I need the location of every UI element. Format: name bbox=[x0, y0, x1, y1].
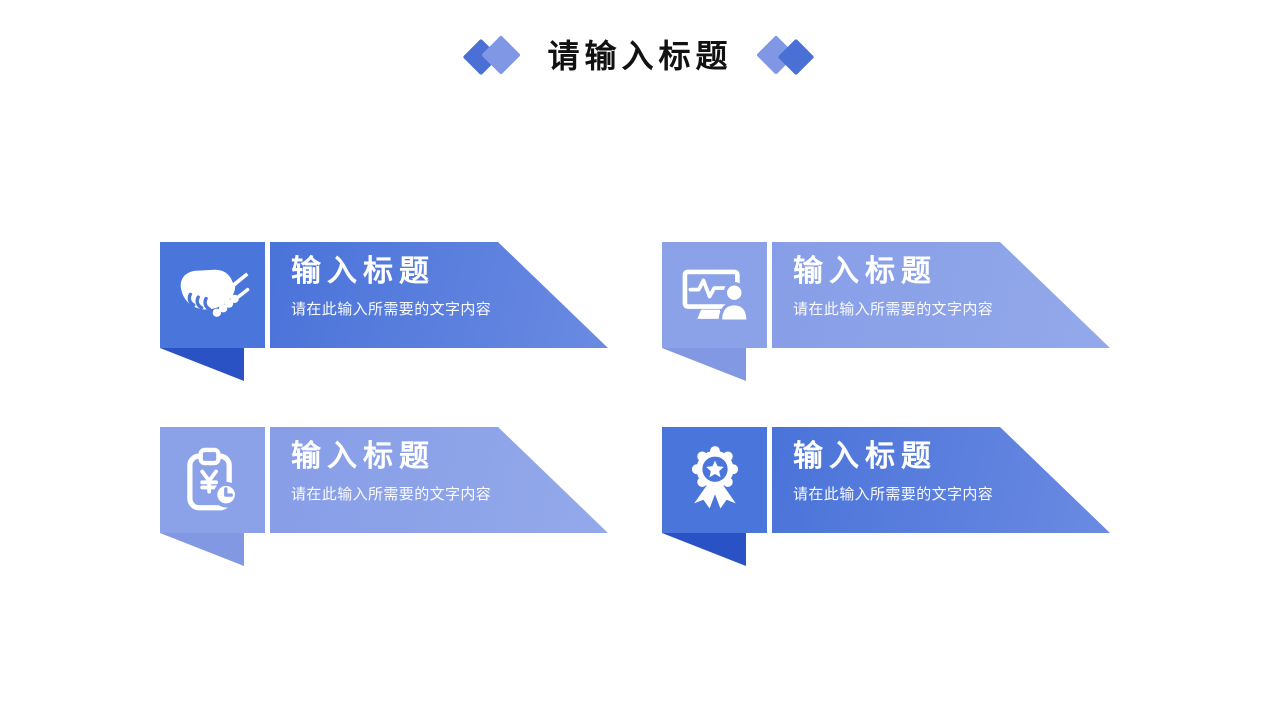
handshake-icon bbox=[180, 269, 249, 317]
title-decoration-left bbox=[463, 34, 522, 78]
card-3-ribbon-fold bbox=[160, 533, 244, 566]
card-3[interactable]: 输入标题 请在此输入所需要的文字内容 bbox=[160, 427, 610, 567]
diamond-icon bbox=[481, 35, 522, 75]
card-4-ribbon-fold bbox=[662, 533, 746, 566]
card-1-ribbon-fold bbox=[160, 348, 244, 381]
card-3-banner[interactable]: 输入标题 请在此输入所需要的文字内容 bbox=[270, 427, 608, 533]
card-4[interactable]: 输入标题 请在此输入所需要的文字内容 bbox=[662, 427, 1112, 567]
page-title[interactable]: 请输入标题 bbox=[547, 37, 733, 74]
card-4-title[interactable]: 输入标题 bbox=[793, 440, 937, 473]
card-4-banner[interactable]: 输入标题 请在此输入所需要的文字内容 bbox=[772, 427, 1110, 533]
award-medal-icon bbox=[691, 446, 738, 509]
card-3-icon-box bbox=[160, 427, 265, 533]
presentation-person-icon bbox=[682, 269, 750, 323]
card-2-title[interactable]: 输入标题 bbox=[793, 255, 937, 288]
slide-header: 请输入标题 bbox=[0, 34, 1280, 78]
title-decoration-right bbox=[755, 34, 815, 78]
card-4-description[interactable]: 请在此输入所需要的文字内容 bbox=[793, 485, 994, 503]
card-1-banner[interactable]: 输入标题 请在此输入所需要的文字内容 bbox=[270, 242, 608, 348]
card-3-description[interactable]: 请在此输入所需要的文字内容 bbox=[291, 485, 492, 503]
card-2-ribbon-fold bbox=[662, 348, 746, 381]
card-1-icon-box bbox=[160, 242, 265, 348]
card-3-title[interactable]: 输入标题 bbox=[291, 440, 435, 473]
card-1-description[interactable]: 请在此输入所需要的文字内容 bbox=[291, 300, 492, 318]
card-1-title[interactable]: 输入标题 bbox=[291, 255, 435, 288]
clipboard-yen-clock-icon bbox=[186, 447, 239, 511]
card-4-icon-box bbox=[662, 427, 767, 533]
card-2-icon-box bbox=[662, 242, 767, 348]
card-2-banner[interactable]: 输入标题 请在此输入所需要的文字内容 bbox=[772, 242, 1110, 348]
card-2[interactable]: 输入标题 请在此输入所需要的文字内容 bbox=[662, 242, 1112, 382]
card-1[interactable]: 输入标题 请在此输入所需要的文字内容 bbox=[160, 242, 610, 382]
card-2-description[interactable]: 请在此输入所需要的文字内容 bbox=[793, 300, 994, 318]
